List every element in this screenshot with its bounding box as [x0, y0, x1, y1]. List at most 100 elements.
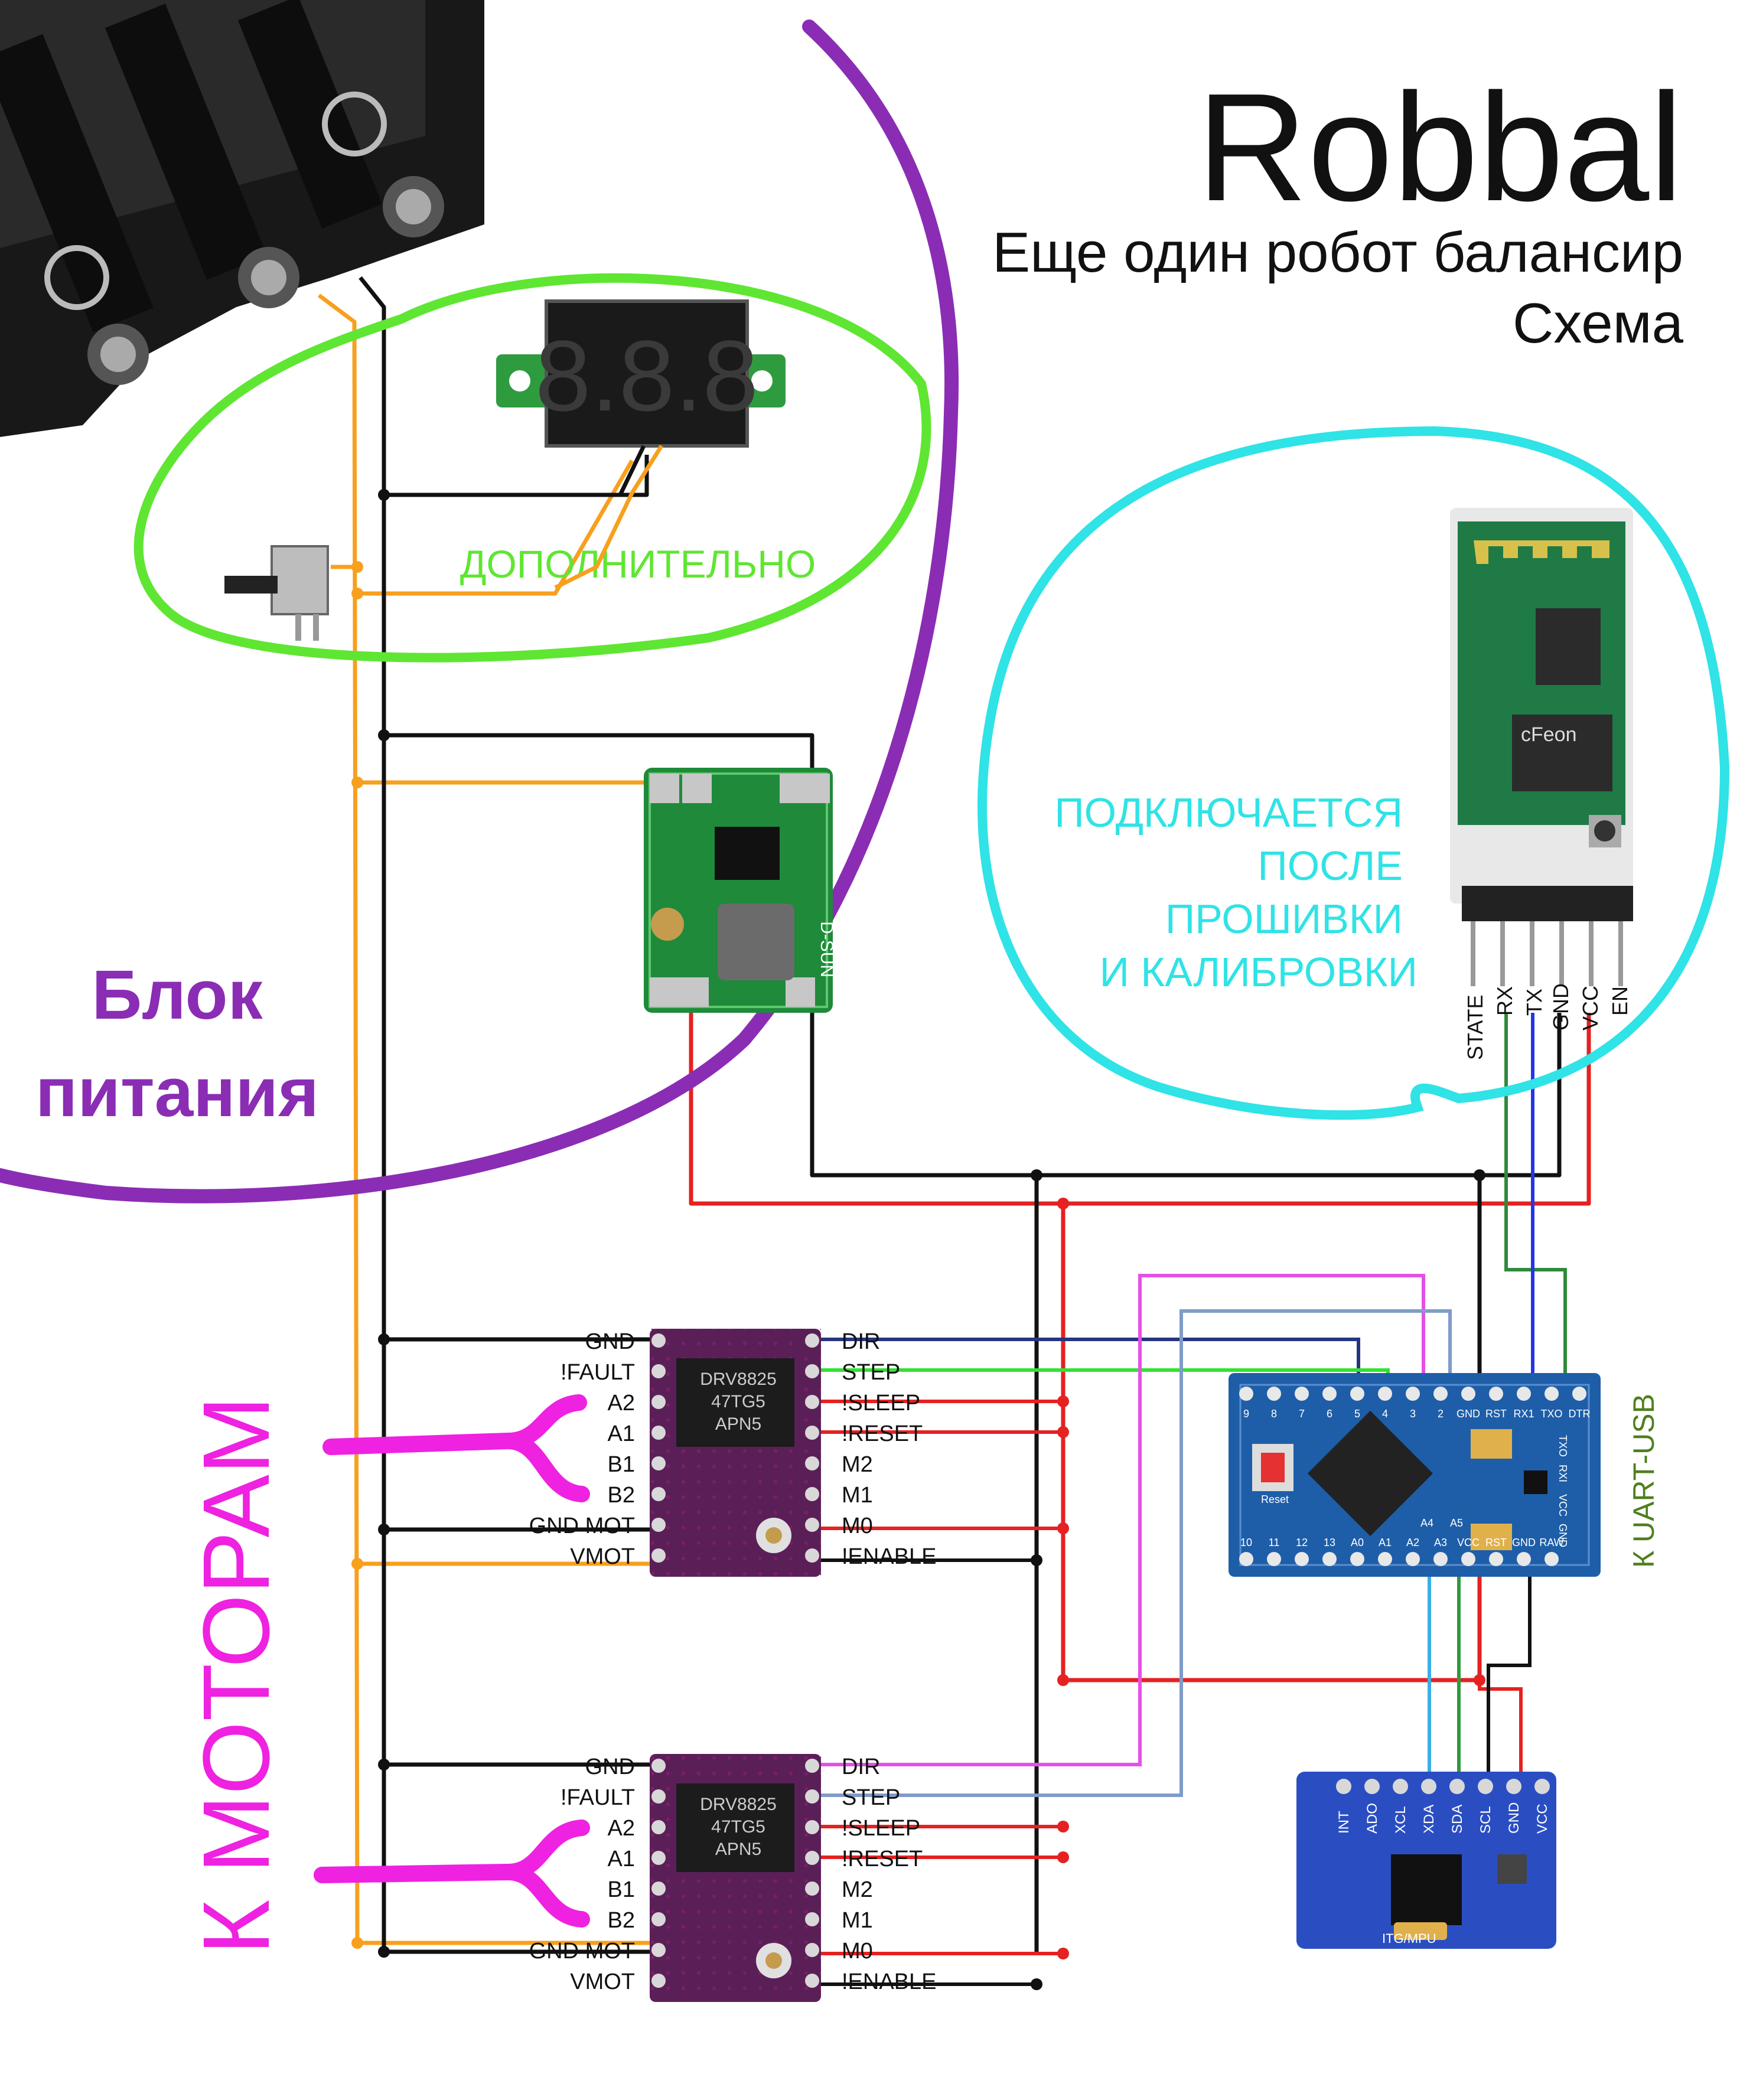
arduino-pro-mini: Reset: [1229, 1373, 1601, 1577]
driver-chip-text: 47TG5: [711, 1817, 765, 1837]
imu-pin-label: VCC: [1534, 1804, 1550, 1834]
imu-pin-label: GND: [1506, 1802, 1522, 1834]
bluetooth-group-outline: [977, 426, 1730, 1120]
arduino-pin-label-top: 2: [1438, 1408, 1444, 1420]
arduino-pin-label-bottom: A0: [1351, 1537, 1364, 1548]
driver-chip-text: DRV8825: [700, 1795, 777, 1814]
imu-pin-label: SDA: [1449, 1805, 1465, 1834]
arduino-pin-label-top: RST: [1485, 1408, 1507, 1420]
arduino-side-pin-gnd: GND: [1557, 1524, 1569, 1547]
bluetooth-group-label: ПОДКЛЮЧАЕТСЯ ПОСЛЕ ПРОШИВКИ И КАЛИБРОВКИ: [1054, 790, 1418, 995]
driver-pin-label-right: M2: [842, 1877, 873, 1902]
arduino-pin-label-bottom: RST: [1485, 1537, 1507, 1548]
bt-pin-tx: TX: [1522, 989, 1546, 1016]
power-block-label-1: Блок: [92, 956, 263, 1034]
arduino-pin-label-bottom: A3: [1434, 1537, 1447, 1548]
driver-pin-label-left: A1: [608, 1421, 635, 1446]
driver-pin-label-left: B1: [608, 1877, 635, 1902]
battery-holder: [0, 0, 484, 437]
bt-pin-vcc: VCC: [1578, 986, 1602, 1031]
arduino-pin-label-bottom: GND: [1512, 1537, 1536, 1548]
arduino-pin-label-top: DTR: [1569, 1408, 1591, 1420]
driver-pin-label-right: M1: [842, 1908, 873, 1933]
bluetooth-module: cFeon: [1450, 508, 1633, 986]
driver-pin-label-left: A1: [608, 1847, 635, 1871]
driver-pin-label-left: GND: [585, 1329, 635, 1354]
motor-leads-1: [322, 1394, 590, 1502]
arduino-pin-label-top: 3: [1410, 1408, 1416, 1420]
bt-pin-state: STATE: [1463, 994, 1487, 1060]
arduino-pin-label-bottom: A1: [1379, 1537, 1392, 1548]
driver-pin-label-right: M1: [842, 1483, 873, 1508]
driver-pin-label-left: GND MOT: [529, 1514, 635, 1538]
bt-pin-labels: STATE RX TX GND VCC EN: [1463, 983, 1632, 1060]
diagram-subtitle: Еще один робот балансир: [992, 221, 1683, 284]
arduino-pin-label-top: 6: [1327, 1408, 1332, 1420]
voltmeter-module: 8.8.8: [496, 299, 786, 590]
arduino-side-pin-rxi: RXI: [1557, 1465, 1569, 1482]
arduino-pin-label-bottom: 12: [1296, 1537, 1308, 1548]
driver-chip-text: 47TG5: [711, 1392, 765, 1411]
arduino-side-pin-vcc: VCC: [1557, 1494, 1569, 1517]
bt-chip-label: cFeon: [1521, 723, 1577, 746]
bt-note-line-1: ПОДКЛЮЧАЕТСЯ: [1054, 790, 1403, 836]
driver-pin-label-left: B2: [608, 1908, 635, 1933]
driver-pin-label-right: DIR: [842, 1329, 880, 1354]
driver-chip-text: APN5: [715, 1840, 761, 1859]
buck-label: D-SUN: [817, 921, 836, 977]
driver-pin-label-left: GND MOT: [529, 1939, 635, 1964]
driver-pin-label-left: GND: [585, 1755, 635, 1779]
arduino-pin-label-top: GND: [1457, 1408, 1480, 1420]
driver-pin-label-left: VMOT: [570, 1969, 635, 1994]
bt-note-line-4: И КАЛИБРОВКИ: [1100, 949, 1418, 995]
driver-chip-text: DRV8825: [700, 1369, 777, 1389]
voltmeter-display: 8.8.8: [535, 320, 758, 432]
imu-pin-label: SCL: [1478, 1806, 1494, 1834]
junction-dots: [378, 489, 1485, 1990]
driver-pin-label-right: M0: [842, 1514, 873, 1538]
driver-pin-label-right: !SLEEP: [842, 1816, 920, 1841]
to-motors-label: К МОТОРАМ: [183, 1396, 289, 1955]
driver-pin-label-left: B1: [608, 1452, 635, 1477]
driver-pin-label-left: A2: [608, 1816, 635, 1841]
arduino-pin-label-bottom: 10: [1240, 1537, 1252, 1548]
driver-pin-label-right: !SLEEP: [842, 1391, 920, 1416]
arduino-pin-label-top: 7: [1299, 1408, 1305, 1420]
diagram-subtitle-2: Схема: [1512, 292, 1683, 355]
driver-pin-label-right: STEP: [842, 1785, 900, 1810]
arduino-pin-label-bottom: RAW: [1539, 1537, 1563, 1548]
bt-note-line-2: ПОСЛЕ: [1257, 843, 1403, 889]
imu-board-label: ITG/MPU: [1382, 1931, 1436, 1946]
optional-group-outline: [133, 273, 931, 663]
power-switch[interactable]: [224, 545, 329, 641]
imu-pin-label: INT: [1336, 1811, 1352, 1834]
arduino-pin-label-bottom: 11: [1269, 1537, 1280, 1548]
driver-pin-label-right: !ENABLE: [842, 1544, 937, 1569]
driver-pin-label-right: !ENABLE: [842, 1969, 937, 1994]
arduino-pin-label-top: RX1: [1513, 1408, 1534, 1420]
bt-pin-gnd: GND: [1549, 983, 1573, 1031]
driver-pin-label-right: M0: [842, 1939, 873, 1964]
driver-pin-label-left: A2: [608, 1391, 635, 1416]
bt-pin-en: EN: [1608, 986, 1632, 1016]
driver-pin-label-left: VMOT: [570, 1544, 635, 1569]
driver-pin-label-right: DIR: [842, 1755, 880, 1779]
arduino-pin-label-bottom: VCC: [1457, 1537, 1480, 1548]
bt-note-line-3: ПРОШИВКИ: [1165, 896, 1403, 942]
power-block-label-2: питания: [35, 1054, 319, 1131]
driver-pin-label-left: !FAULT: [561, 1360, 635, 1385]
driver-pin-label-left: !FAULT: [561, 1785, 635, 1810]
optional-group-label: ДОПОЛНИТЕЛЬНО: [460, 542, 816, 586]
diagram-title: Robbal: [1197, 62, 1683, 233]
arduino-pin-label-top: 8: [1271, 1408, 1277, 1420]
arduino-pin-label-top: TXO: [1540, 1408, 1562, 1420]
arduino-reset-label: Reset: [1261, 1494, 1289, 1505]
arduino-inner-pin-a4: A4: [1420, 1517, 1433, 1529]
arduino-pin-label-top: 9: [1243, 1408, 1249, 1420]
driver-pin-label-right: M2: [842, 1452, 873, 1477]
